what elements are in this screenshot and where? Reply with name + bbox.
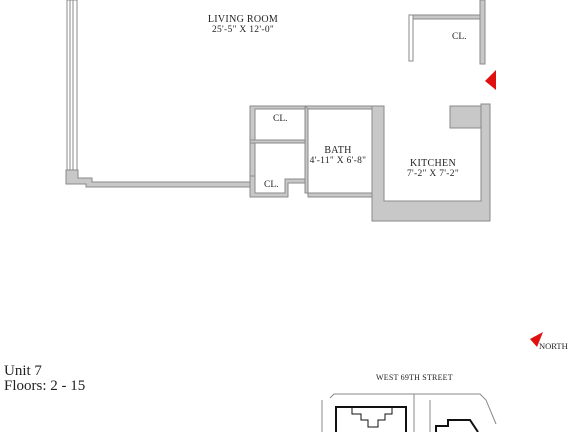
bath-dims: 4'-11" X 6'-8" [309, 156, 367, 166]
bath-label: BATH 4'-11" X 6'-8" [300, 145, 376, 167]
unit-label: Unit 7 [4, 363, 42, 379]
living-room-dims: 25'-5" X 12'-0" [211, 25, 275, 35]
north-arrow-icon [530, 332, 543, 347]
closet-label-lower: CL. [264, 180, 279, 190]
kitchen-label: KITCHEN 7'-2" X 7'-2" [396, 158, 470, 180]
kitchen-dims: 7'-2" X 7'-2" [406, 169, 460, 179]
living-room-label: LIVING ROOM 25'-5" X 12'-0" [193, 14, 293, 36]
closet-label-top-right: CL. [452, 32, 467, 42]
window-wall [66, 0, 78, 173]
kitchen-name: KITCHEN [410, 158, 456, 169]
living-room-name: LIVING ROOM [207, 14, 279, 25]
street-label: WEST 69TH STREET [376, 373, 453, 382]
closet-label-upper: CL. [273, 114, 288, 124]
floors-label: Floors: 2 - 15 [4, 378, 86, 394]
entry-marker-icon [485, 70, 496, 90]
living-room-wall-bottom [65, 169, 251, 188]
kitchen-column [449, 105, 482, 129]
key-plan [321, 393, 497, 432]
kitchen-walls [371, 103, 491, 222]
closet-top-right [408, 0, 486, 65]
north-label: NORTH [539, 341, 568, 351]
bath-name: BATH [324, 145, 352, 156]
unit-info: Unit 7 Floors: 2 - 15 [4, 364, 85, 394]
